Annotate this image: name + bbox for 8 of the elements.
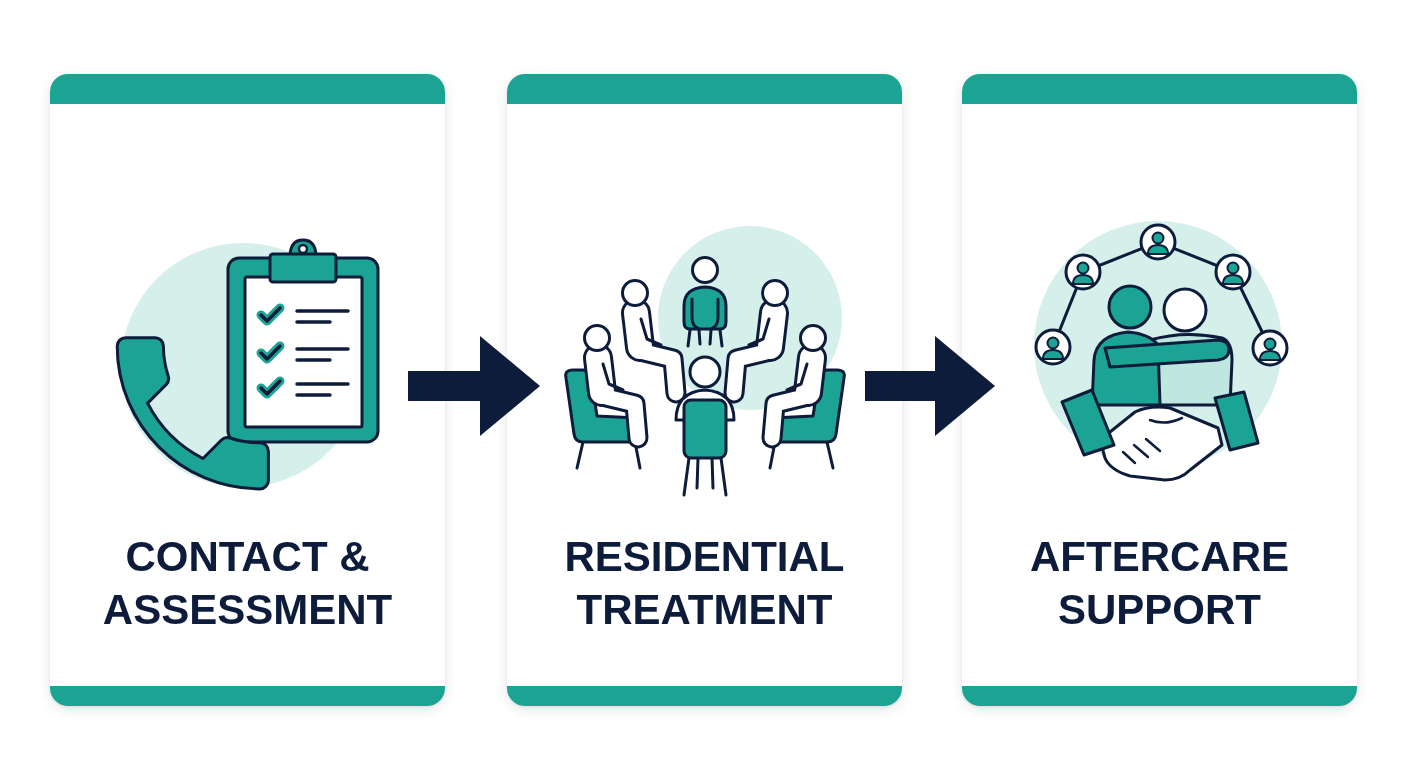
step-card	[507, 74, 902, 706]
arrow	[408, 336, 540, 436]
step-title: AFTERCARE SUPPORT	[1029, 532, 1290, 635]
step-card	[50, 74, 445, 706]
step-card	[962, 74, 1357, 706]
step-title: CONTACT & ASSESSMENT	[101, 532, 394, 635]
arrow	[865, 336, 995, 436]
step-title: RESIDENTIAL TREATMENT	[563, 532, 846, 635]
